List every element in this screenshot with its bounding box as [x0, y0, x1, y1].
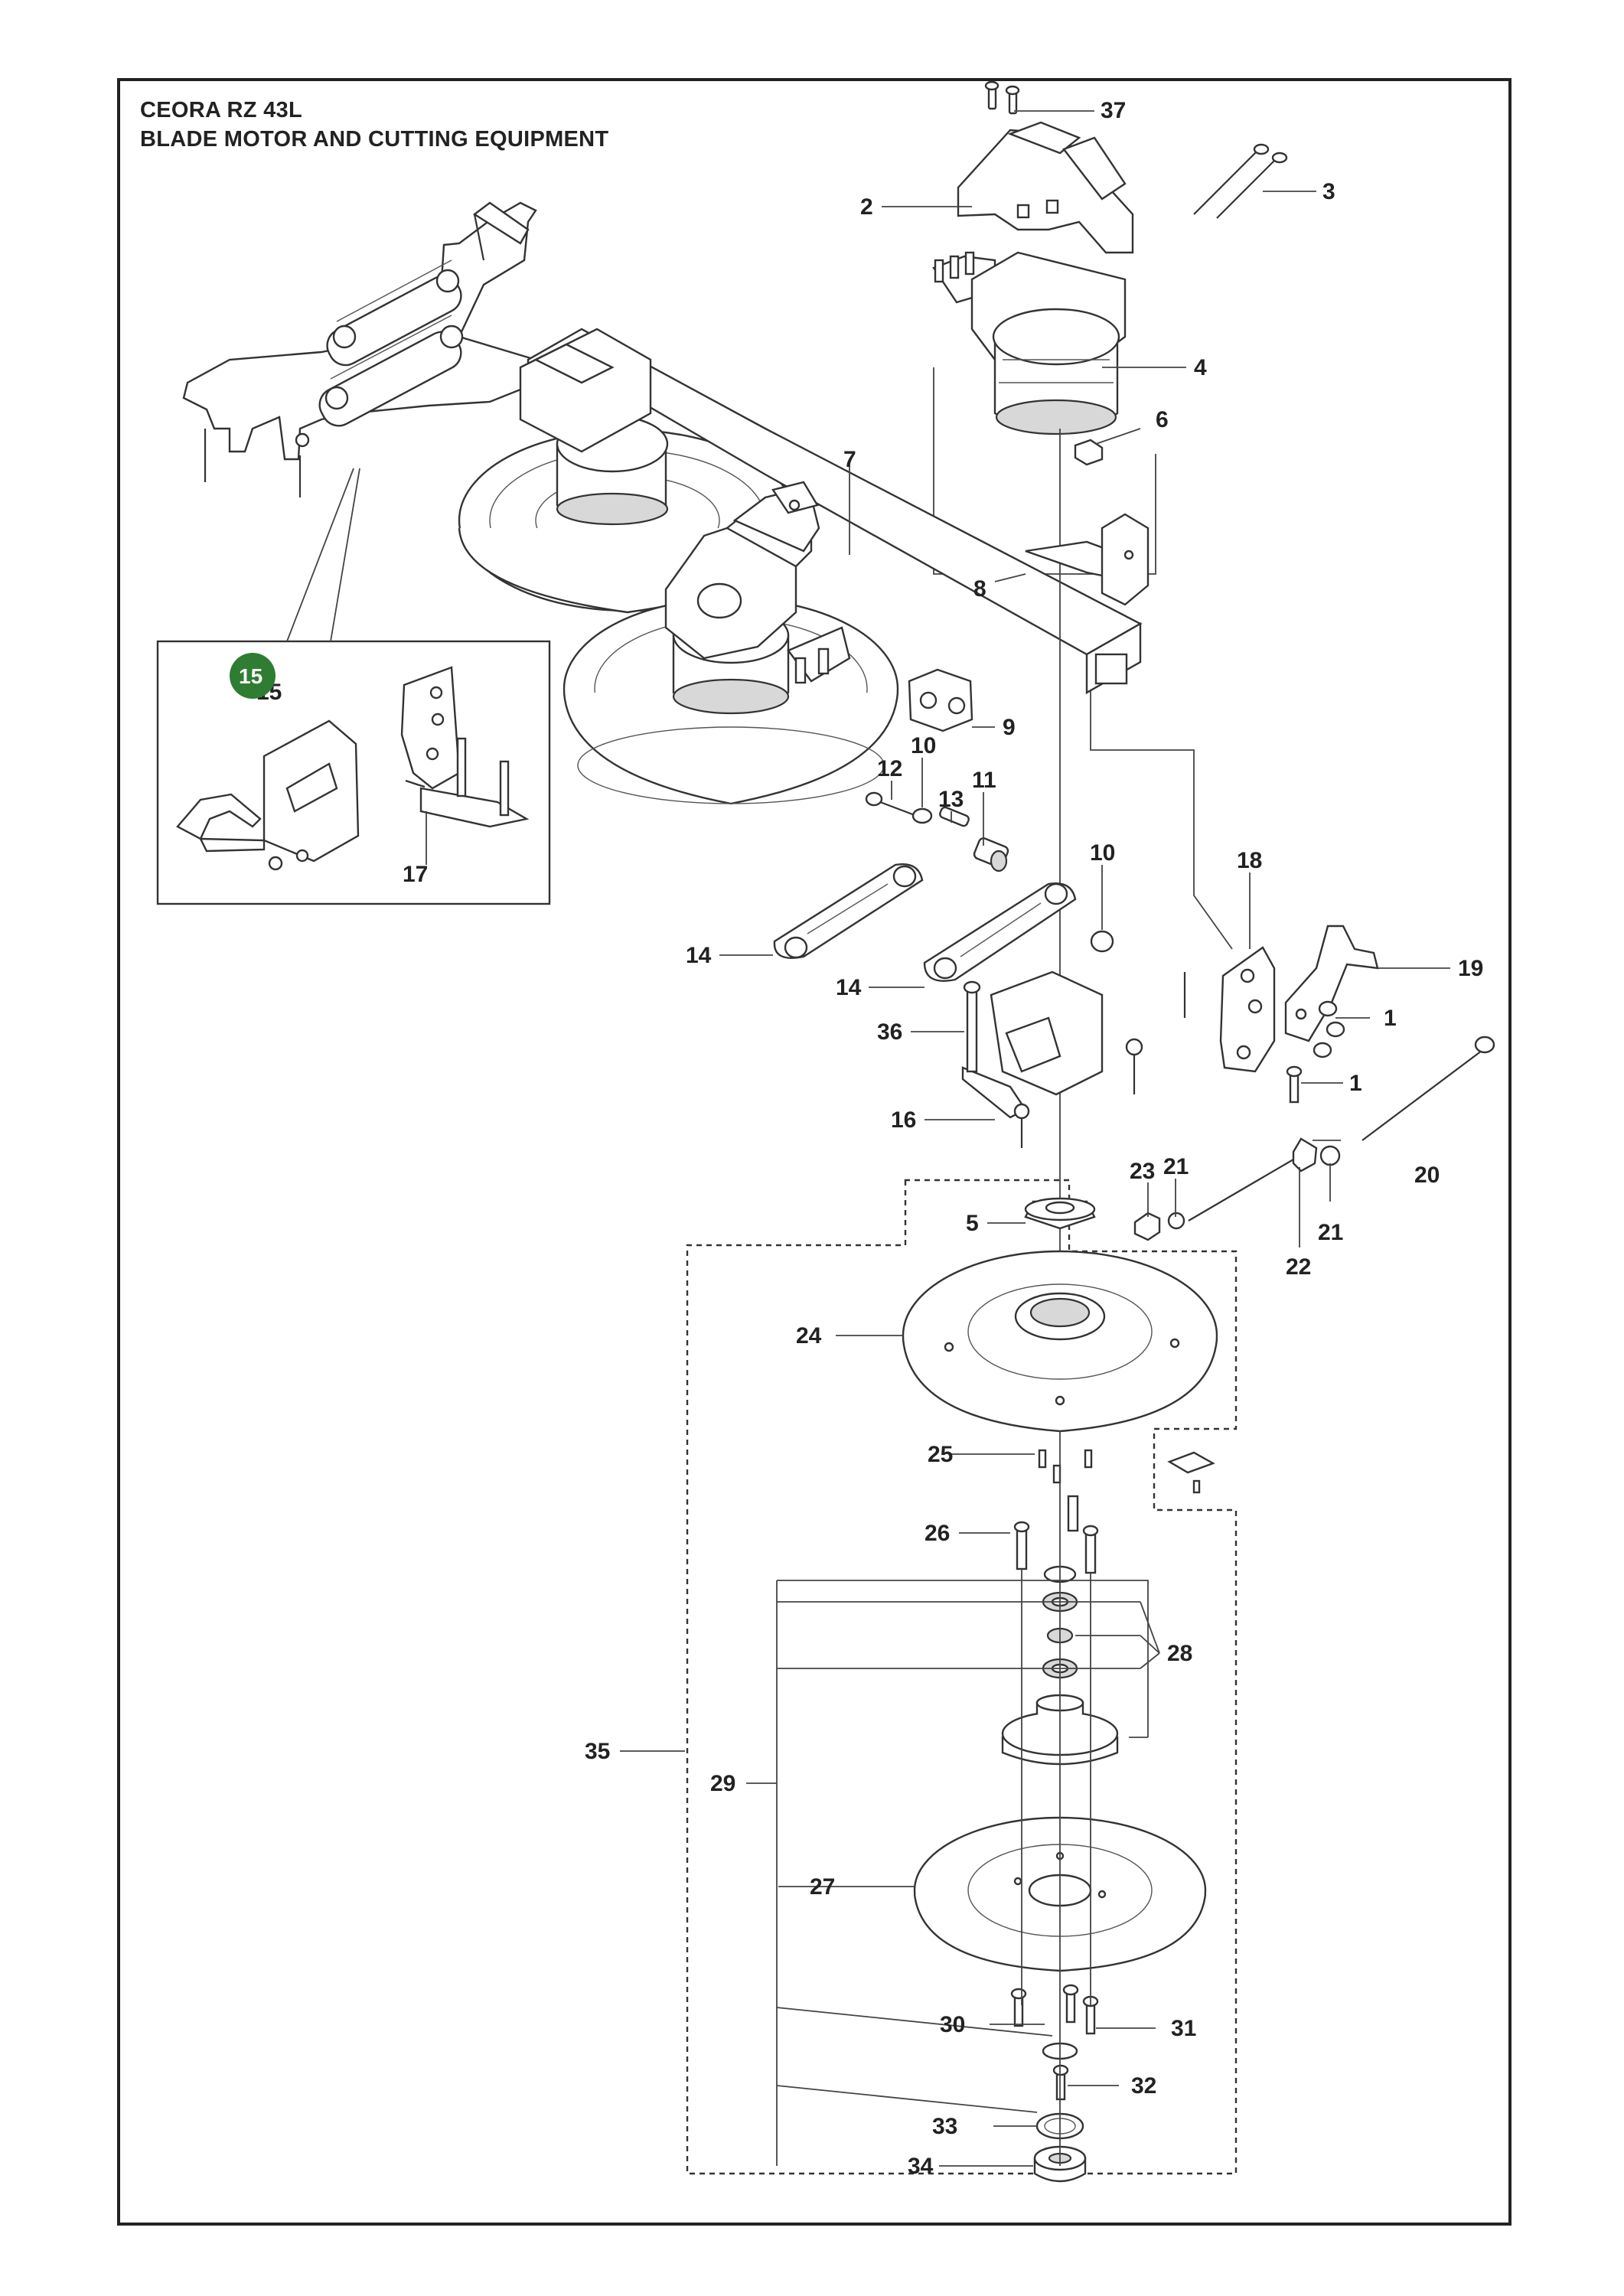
- badge-number: 15: [239, 664, 263, 688]
- label-7: 7: [843, 447, 856, 472]
- front-deck-assembly: [563, 481, 899, 805]
- bolt-part-12: [865, 791, 915, 817]
- bolt-part-20: [1361, 1035, 1495, 1141]
- label-14-left: 14: [686, 943, 712, 968]
- bracket-part-15: [176, 719, 360, 871]
- bracket-part-8: [1025, 513, 1150, 606]
- blade-disc-part-24: [902, 1250, 1218, 1433]
- link-arm-part-14-front: [923, 882, 1077, 982]
- screws-part-37: [984, 80, 1020, 115]
- inset-box: [156, 468, 551, 905]
- label-5: 5: [966, 1211, 979, 1236]
- label-10-top: 10: [911, 733, 936, 758]
- washer-part-10-upper: [911, 807, 933, 824]
- blade-motor-part-4: [932, 251, 1127, 435]
- plate-part-17: [400, 666, 530, 865]
- label-18: 18: [1237, 848, 1262, 873]
- nut-part-6: [1074, 439, 1104, 466]
- screws-part-1-upper: [1313, 1000, 1345, 1058]
- label-16: 16: [891, 1107, 916, 1133]
- pivot-part-22: [1188, 1137, 1318, 1221]
- label-20: 20: [1414, 1163, 1440, 1188]
- screw-part-36: [963, 980, 981, 1073]
- label-8: 8: [973, 576, 986, 602]
- label-26: 26: [925, 1521, 950, 1546]
- label-2: 2: [860, 194, 873, 220]
- section-title: BLADE MOTOR AND CUTTING EQUIPMENT: [140, 127, 609, 152]
- label-36: 36: [877, 1019, 902, 1045]
- label-30: 30: [940, 2012, 965, 2037]
- label-6: 6: [1156, 407, 1169, 432]
- label-1-lower: 1: [1349, 1071, 1362, 1096]
- nut-part-23: [1133, 1212, 1161, 1241]
- label-9: 9: [1003, 715, 1016, 740]
- label-3: 3: [1322, 179, 1335, 204]
- label-10-lower: 10: [1090, 840, 1115, 866]
- screw-part-1-lower: [1286, 1065, 1303, 1104]
- cutting-assembly-boundary: [686, 1179, 1238, 2175]
- washer-part-10-lower: [1090, 930, 1114, 953]
- label-21-left: 21: [1163, 1154, 1189, 1179]
- label-37: 37: [1101, 98, 1126, 123]
- frame-group-bracket: [1090, 624, 1233, 950]
- label-31: 31: [1171, 2016, 1196, 2041]
- part-labels: 37 2 3 4 6 7 8 9 12 10 13 11 10 18 19 1 …: [256, 98, 1483, 2179]
- label-23: 23: [1130, 1159, 1155, 1184]
- clamp-part-9: [908, 668, 973, 732]
- model-title: CEORA RZ 43L: [140, 98, 302, 122]
- motor-cover-part-2: [957, 121, 1134, 254]
- label-14-right: 14: [836, 975, 862, 1000]
- drawing-frame: [117, 78, 1511, 2226]
- hub-part-5: [1024, 1197, 1096, 1230]
- label-25: 25: [928, 1442, 953, 1467]
- blade-tab: [1167, 1451, 1215, 1494]
- screws-part-25: [1038, 1449, 1093, 1484]
- label-33: 33: [932, 2114, 957, 2139]
- label-11: 11: [972, 768, 996, 793]
- label-28: 28: [1167, 1641, 1192, 1666]
- label-22: 22: [1286, 1254, 1311, 1280]
- washer-part-21-right: [1319, 1145, 1341, 1166]
- label-32: 32: [1131, 2073, 1156, 2099]
- bolts-part-3: [1193, 143, 1288, 219]
- label-19: 19: [1458, 956, 1483, 981]
- highlight-badge: 15: [230, 653, 276, 699]
- label-35: 35: [585, 1739, 610, 1764]
- label-21-right: 21: [1318, 1220, 1343, 1245]
- washer-part-21-left: [1167, 1212, 1185, 1230]
- label-27: 27: [810, 1874, 835, 1900]
- plate-part-18: [1219, 946, 1276, 1073]
- bracket-part-16: [961, 970, 1143, 1148]
- label-1-upper: 1: [1384, 1006, 1397, 1031]
- label-24: 24: [796, 1323, 822, 1349]
- label-13: 13: [938, 787, 964, 812]
- label-34: 34: [908, 2154, 934, 2179]
- label-17: 17: [403, 862, 428, 887]
- shaft-part-26: [1013, 1495, 1099, 1574]
- screws-part-31: [1010, 1984, 1099, 2035]
- bushing-part-11: [973, 837, 1009, 872]
- link-arm-part-14-rear: [773, 863, 924, 959]
- screw-part-32: [1052, 2064, 1069, 2101]
- label-4: 4: [1194, 355, 1207, 380]
- label-29: 29: [710, 1771, 735, 1796]
- bracket-part-19: [1284, 925, 1379, 1042]
- label-12: 12: [877, 756, 902, 781]
- spacer-part-13: [939, 806, 970, 827]
- left-deck-assembly: [182, 201, 1143, 695]
- leader-lines: [620, 110, 1450, 2167]
